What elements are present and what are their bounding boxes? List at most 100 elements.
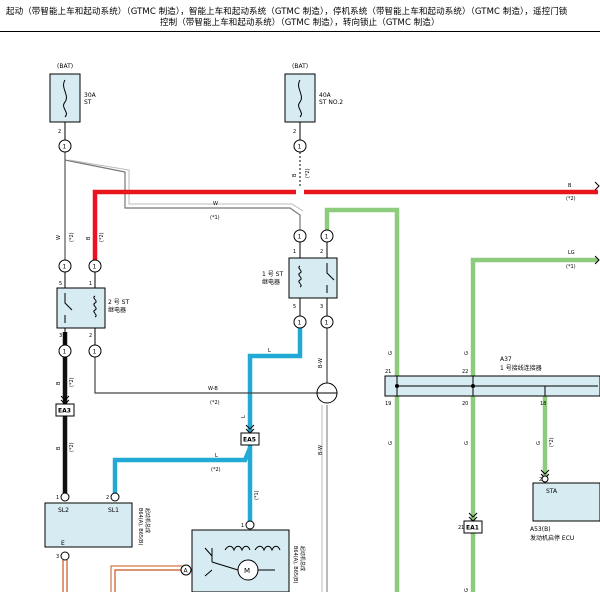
svg-text:1: 1 [298,320,302,327]
relay2-coil-icon [93,295,97,318]
fuse1-box [49,73,81,123]
wire-br-4 [110,565,185,592]
b64-side-label: B64(A), B65(B) [137,508,143,545]
relay2-pin-3: 3 [59,333,62,339]
relay1-pin-3: 3 [320,304,323,310]
fuse2-icon [298,79,302,118]
ea1-label: EA1 [466,525,479,532]
b64-pin3-conn [60,551,70,561]
header-line-1: 起动（带智能上车和起动系统）（GTMC 制造），智能上车和起动系统（GTMC 制… [6,7,568,17]
a53-box [532,482,600,522]
header-rule [0,31,600,32]
relay1-pin-2: 2 [320,249,323,255]
label-g-2: G [464,351,470,355]
fuse2-pin: 2 [293,129,296,135]
fuse2-box [284,73,316,123]
b64-pin-2: 2 [106,495,109,501]
starter-box [191,529,290,592]
fuse2-source: (BAT) [292,63,308,70]
relay1-conn-5-bottom [293,315,307,329]
relay1-label-2: 继电器 [262,278,280,286]
diagram-header: 起动（带智能上车和起动系统）（GTMC 制造），智能上车和起动系统（GTMC 制… [0,0,600,32]
a37-pin-18: 18 [540,401,546,407]
label-lg: LG [568,250,575,256]
starter-pin-1: 1 [241,523,244,529]
wire-blue-1 [247,328,303,432]
relay2-box [56,287,106,329]
svg-text:1: 1 [63,349,67,356]
a53-pin-conn [541,475,549,483]
label-g-5-s2: (*2) [549,437,555,447]
motor-label: M [244,567,250,575]
label-red-s2-vert: (*2) [99,232,105,242]
label-red-b: B [568,183,572,189]
fuse1-amp: 30A [84,92,97,99]
label-l-1: L [268,348,271,354]
fuse1-icon [63,79,67,118]
label-s2-fuse2: (*2) [305,168,311,178]
a37-pin-21: 21 [385,369,391,375]
wire-blue-3 [112,447,253,495]
b64-label-e: E [61,540,65,547]
label-b-black-s2: (*2) [69,377,75,387]
label-wb: W-B [208,386,218,392]
a53-label-sta: STA [546,488,558,495]
starter-conn-a [180,564,192,576]
a37-pin-19: 19 [385,401,391,407]
svg-text:1: 1 [298,234,302,241]
label-l-2-s2: (*2) [211,467,221,473]
b64-pin2-conn [110,492,120,502]
label-wb-s2: (*2) [210,400,220,406]
b64-pin-1: 1 [56,495,59,501]
relay1-coil-icon [298,265,302,288]
a53-id: A53(B) [530,526,551,533]
fuse1-conn-label: 1 [63,144,67,151]
wire-green-2 [470,257,598,592]
fuse2-conn-label: 1 [298,144,302,151]
starter-switch-icon [204,547,213,577]
svg-text:1: 1 [325,320,329,327]
label-red-b-vert: B [86,236,92,240]
relay2-conn-2-bottom [88,344,102,358]
fuse2-name: ST NO.2 [319,99,343,106]
chevron-ea5 [245,424,255,434]
label-w-left-s2: (*2) [69,232,75,242]
svg-text:1: 1 [93,349,97,356]
label-bw-2: B-W [318,445,324,455]
relay2-pin-2: 2 [89,333,92,339]
label-bw-1: B-W [318,358,324,368]
fuse1-name: ST [84,99,92,106]
relay2-label-1: 2 号 ST [108,299,129,306]
starter-coil-icon-2 [254,545,281,552]
relay2-pin-1: 1 [89,281,92,287]
a37-pin-20: 20 [462,401,468,407]
svg-text:1: 1 [93,264,97,271]
label-g-5: G [536,441,542,445]
label-g-1: G [388,351,394,355]
relay1-label-1: 1 号 ST [262,271,283,278]
label-l-vert: L [241,415,247,418]
starter-conn-a-label: A [184,568,189,575]
label-l-vert-s1: (*1) [254,490,260,500]
relay1-box [288,257,338,299]
fuse2-conn [293,139,307,153]
label-g-3: G [388,441,394,445]
label-red-s2: (*2) [566,196,576,202]
chevron-right-red [594,181,600,191]
label-l-2: L [215,453,218,459]
wire-gap [296,187,304,197]
relay1-pin-5: 5 [293,304,296,310]
b64-box [44,502,133,548]
fuse1-pin: 2 [58,129,61,135]
header-line-2: 控制（带智能上车和起动系统）（GTMC 制造），转向锁止（GTMC 制造） [160,18,440,28]
label-lg-s1: (*1) [566,264,576,270]
wire-w-top [64,159,301,232]
chevron-ea3 [60,395,70,405]
ea5-label: EA5 [243,437,256,444]
relay1-conn-3-bottom [320,315,334,329]
a37-id: A37 [500,356,512,363]
relay2-pin-5: 5 [59,281,62,287]
label-b-black: B [56,381,62,385]
fuse2-amp: 40A [319,92,332,99]
